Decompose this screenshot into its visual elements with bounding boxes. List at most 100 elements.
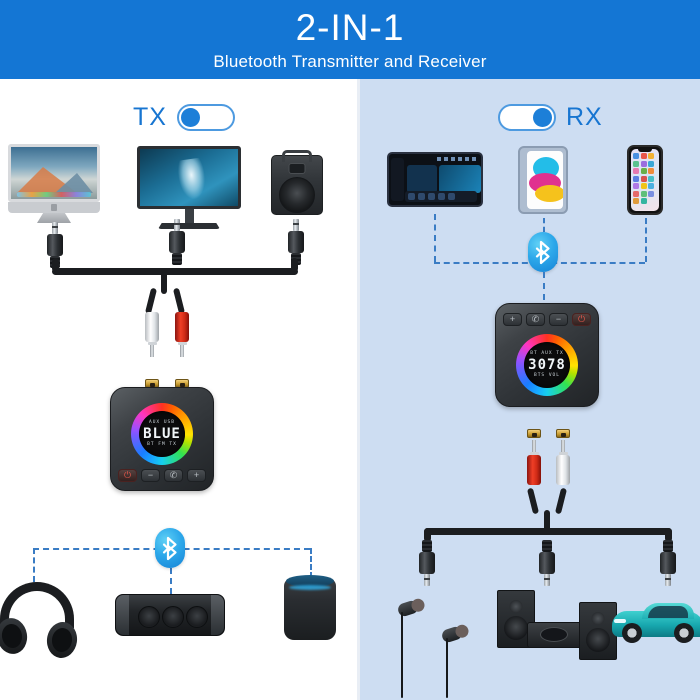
car-head-unit-dock-icon [408, 193, 415, 200]
party-speaker-tweeter [288, 163, 306, 174]
rx-dash-from-phone [645, 218, 647, 262]
rx-volume-down-button[interactable]: − [549, 313, 568, 326]
phone-app-icon [640, 190, 647, 197]
jack-pin [665, 574, 671, 586]
monitor-neck [184, 209, 194, 223]
phone-app-icon [633, 175, 639, 182]
rca-barrel [527, 455, 541, 485]
tx-call-button[interactable]: ✆ [164, 469, 183, 482]
bluetooth-icon-rx [528, 232, 558, 272]
car-head-unit-dock [405, 191, 477, 202]
jack-strain-relief [172, 253, 182, 265]
rca-tip [532, 440, 536, 452]
bt-speaker-driver-2 [162, 606, 184, 628]
tx-cable-bus [52, 268, 298, 275]
rx-cable-trunk [544, 510, 550, 532]
car-head-unit-dock-icon [428, 193, 435, 200]
rx-display: BT AUX TX 3078 BTS VOL [524, 342, 570, 388]
car-head-unit-sidebar [391, 158, 404, 201]
rx-cable-left-riser [424, 528, 431, 542]
tx-mode-toggle[interactable] [176, 104, 235, 131]
aux-jack-hifi [539, 540, 555, 586]
bluetooth-icon-tx [155, 528, 185, 568]
tx-display: AUX USB BLUE BT FM TX [139, 411, 185, 457]
jack-body [47, 234, 63, 256]
phone-app-icon [633, 183, 639, 189]
tx-cable-right-riser [291, 258, 298, 272]
party-speaker-body [271, 150, 323, 215]
phone-app-icon [648, 190, 654, 197]
phone-app-icon [648, 175, 654, 182]
phone-app-icon [640, 198, 647, 204]
jack-body [660, 552, 676, 574]
bt-speaker-driver-1 [138, 606, 160, 628]
jack-pin [293, 219, 299, 231]
phone-app-icon [633, 190, 639, 197]
earbud-left [396, 597, 427, 618]
phone-app-icon [648, 168, 654, 174]
tx-volume-up-button[interactable]: + [187, 469, 206, 482]
tx-button-row: ⏻ − ✆ + [118, 469, 206, 482]
rx-button-row: + ✆ − ⏻ [503, 313, 591, 326]
rx-volume-up-button[interactable]: + [503, 313, 522, 326]
tx-display-top-label: AUX USB [149, 419, 175, 425]
rx-adapter-unit: + ✆ − ⏻ BT AUX TX 3078 BTS VOL [495, 303, 599, 407]
jack-body [288, 231, 304, 253]
rca-plug-red-rx [527, 440, 541, 485]
car-head-unit-screen [387, 152, 483, 207]
car-windshield [648, 606, 688, 618]
tx-display-main: BLUE [143, 426, 181, 442]
rx-call-button[interactable]: ✆ [526, 313, 545, 326]
rx-display-bottom-label: BTS VOL [534, 373, 560, 378]
car-head-unit-widget-1 [407, 165, 437, 193]
rca-ring [558, 452, 568, 455]
tx-power-button[interactable]: ⏻ [118, 469, 137, 482]
earbud-tip [409, 597, 427, 614]
page-header: 2-IN-1 Bluetooth Transmitter and Receive… [0, 0, 700, 79]
bluetooth-speaker-body [115, 594, 225, 636]
phone-app-icon [640, 168, 647, 174]
car-head-unit-dock-icon [438, 193, 445, 200]
rx-power-button[interactable]: ⏻ [572, 313, 591, 326]
tx-mode-label: TX [133, 103, 167, 131]
headphones-device [0, 582, 80, 660]
phone-app-icon [633, 168, 639, 174]
bt-speaker-cap-left [116, 595, 129, 635]
smart-speaker-light-ring [289, 585, 331, 590]
earbud-tip [453, 623, 471, 640]
car-device [612, 601, 700, 645]
imac-wallpaper-peak-2 [55, 173, 93, 193]
bluetooth-glyph [535, 240, 550, 264]
phone-app-icon [648, 153, 654, 159]
hifi-amplifier [527, 622, 585, 648]
bluetooth-speaker-device [115, 594, 225, 636]
smart-speaker-top [286, 575, 334, 587]
hifi-speaker-right [579, 602, 617, 660]
tx-toggle-knob [180, 108, 200, 127]
imac-dock [17, 192, 91, 197]
rca-plug-white-rx [556, 440, 570, 485]
phone-app-icon [633, 160, 639, 167]
tx-mode-row: TX [133, 103, 235, 132]
jack-pin [52, 222, 58, 234]
bluetooth-glyph [162, 536, 177, 560]
hifi-woofer [586, 628, 610, 652]
headphones-headband [0, 582, 74, 628]
phone-app-icon [648, 160, 654, 167]
phone-app-icon [640, 153, 647, 159]
rca-tip [561, 440, 565, 452]
phone-app-icon [633, 198, 639, 204]
monitor-wallpaper [176, 157, 208, 201]
car-wheel-rear [674, 623, 694, 643]
tablet-screen [527, 151, 563, 209]
rca-socket-right-rx [556, 429, 570, 438]
tx-volume-down-button[interactable]: − [141, 469, 160, 482]
rca-tip [180, 345, 184, 357]
rx-cable-right-riser [665, 528, 672, 542]
phone-app-icon [640, 160, 647, 167]
page-subtitle: Bluetooth Transmitter and Receiver [213, 52, 487, 71]
rx-rgb-ring: BT AUX TX 3078 BTS VOL [516, 334, 578, 396]
rx-mode-toggle[interactable] [498, 104, 556, 131]
jack-body [169, 231, 185, 253]
hifi-system-device [497, 590, 627, 660]
